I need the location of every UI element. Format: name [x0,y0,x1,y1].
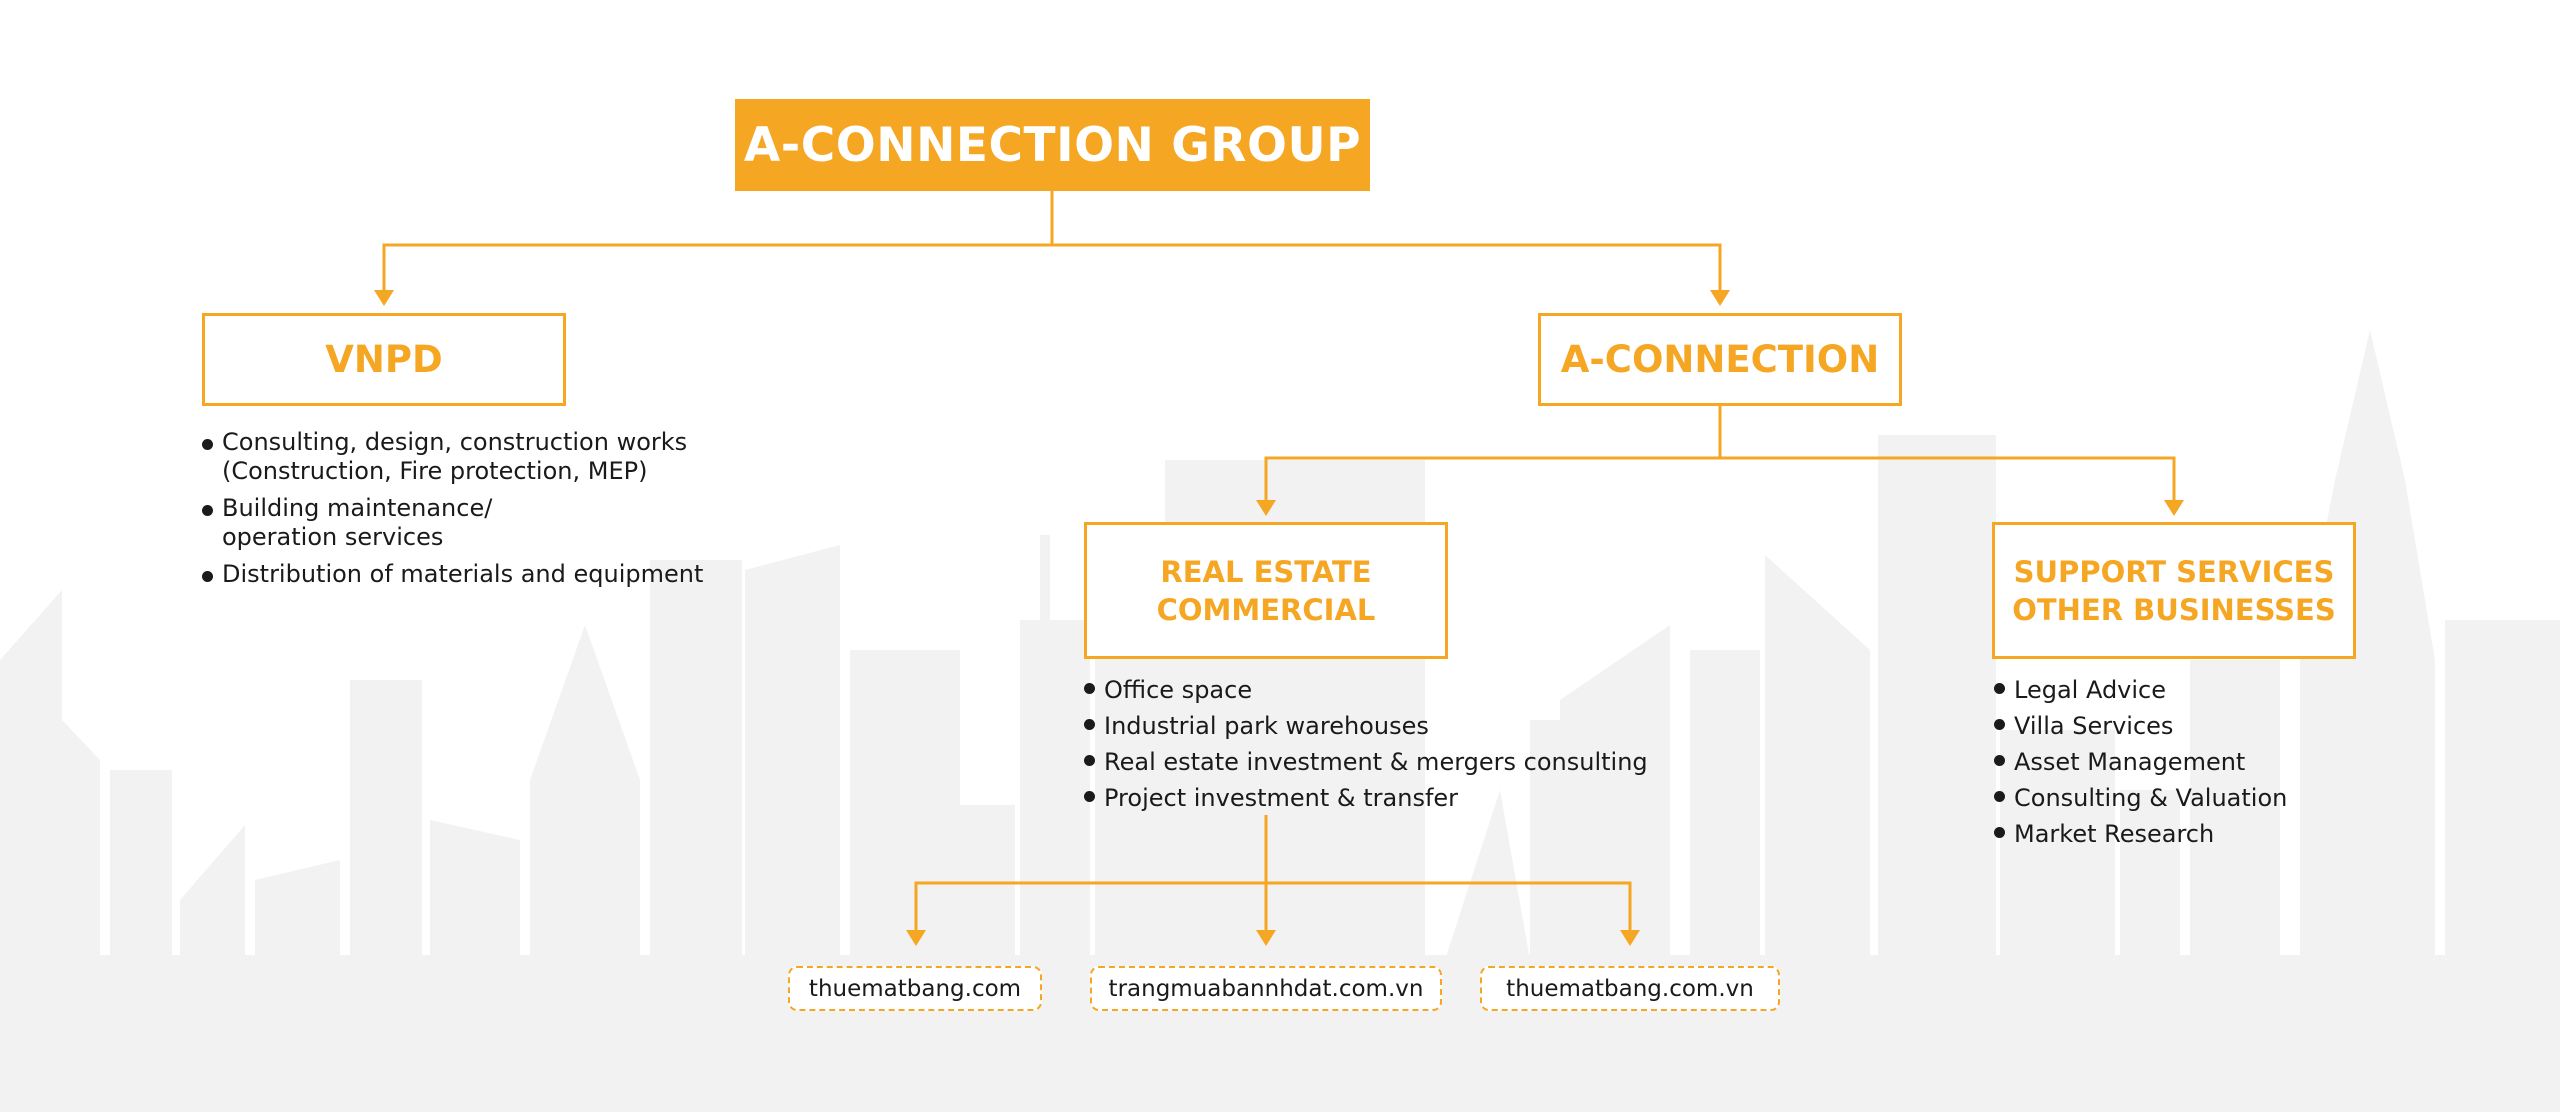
list-item: Project investment & transfer [1084,780,1648,816]
bullet-dot [202,571,213,582]
real-estate-title-line2: COMMERCIAL [1156,592,1376,627]
vnpd-node: VNPD [202,313,566,406]
vnpd-node-label: VNPD [325,338,443,381]
list-item: Consulting, design, construction works (… [202,428,703,486]
list-item: Real estate investment & mergers consult… [1084,744,1648,780]
website-thuematbang-com[interactable]: thuematbang.com [788,966,1042,1011]
bullet-dot [1084,755,1095,766]
aconnection-node-label: A-CONNECTION [1560,338,1880,381]
support-title-line1: SUPPORT SERVICES [2013,554,2335,589]
real-estate-title-line1: REAL ESTATE [1160,554,1372,589]
bullet-dot [1084,683,1095,694]
website-trangmuabannhdat[interactable]: trangmuabannhdat.com.vn [1090,966,1442,1011]
bullet-dot [202,505,213,516]
bullet-dot [1084,791,1095,802]
website-thuematbang-com-vn[interactable]: thuematbang.com.vn [1480,966,1780,1011]
list-item: Industrial park warehouses [1084,708,1648,744]
root-node: A-CONNECTION GROUP [735,99,1370,191]
list-item: Consulting & Valuation [1994,780,2287,816]
support-services-list: Legal Advice Villa Services Asset Manage… [1994,672,2287,852]
bullet-dot [1994,683,2005,694]
bullet-dot [1994,755,2005,766]
list-item: Legal Advice [1994,672,2287,708]
aconnection-node: A-CONNECTION [1538,313,1902,406]
bullet-dot [1994,719,2005,730]
real-estate-node: REAL ESTATE COMMERCIAL [1084,522,1448,659]
bullet-dot [1994,827,2005,838]
list-item: Distribution of materials and equipment [202,560,703,589]
list-item: Market Research [1994,816,2287,852]
real-estate-services-list: Office space Industrial park warehouses … [1084,672,1648,816]
list-item: Office space [1084,672,1648,708]
list-item: Building maintenance/ operation services [202,494,703,552]
root-node-label: A-CONNECTION GROUP [743,117,1362,173]
bullet-dot [1994,791,2005,802]
list-item: Villa Services [1994,708,2287,744]
support-title-line2: OTHER BUSINESSES [2012,592,2336,627]
bullet-dot [1084,719,1095,730]
list-item: Asset Management [1994,744,2287,780]
bullet-dot [202,439,213,450]
vnpd-services-list: Consulting, design, construction works (… [202,428,703,597]
support-services-node: SUPPORT SERVICES OTHER BUSINESSES [1992,522,2356,659]
